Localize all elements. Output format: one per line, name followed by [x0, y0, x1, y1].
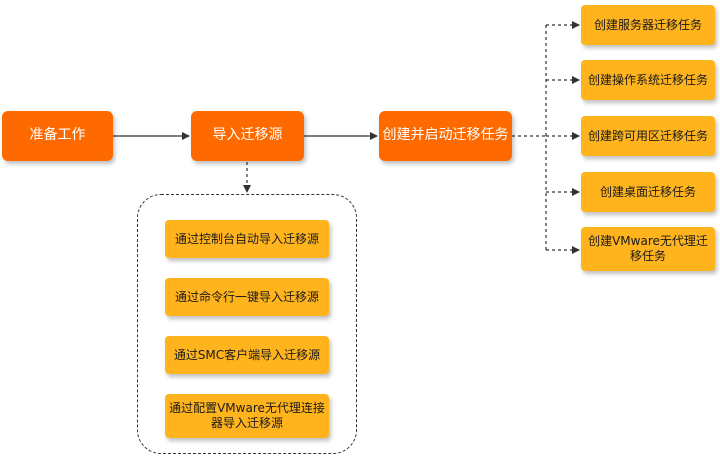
task-type-cross-zone: 创建跨可用区迁移任务 — [581, 116, 715, 156]
step-create-task: 创建并启动迁移任务 — [379, 111, 512, 161]
import-method-cli: 通过命令行一键导入迁移源 — [165, 278, 329, 316]
task-type-cross-zone-label: 创建跨可用区迁移任务 — [587, 128, 708, 143]
task-type-vmware-agentless-label: 创建VMware无代理迁移任务 — [588, 234, 708, 263]
step-create-task-label: 创建并启动迁移任务 — [382, 127, 509, 144]
import-method-vmware-connector: 通过配置VMware无代理连接器导入迁移源 — [165, 394, 329, 438]
step-prepare: 准备工作 — [2, 111, 113, 161]
task-type-desktop: 创建桌面迁移任务 — [581, 172, 715, 212]
import-method-vmware-connector-label: 通过配置VMware无代理连接器导入迁移源 — [169, 401, 325, 430]
import-method-cli-label: 通过命令行一键导入迁移源 — [174, 289, 319, 304]
task-type-vmware-agentless: 创建VMware无代理迁移任务 — [581, 227, 715, 271]
step-import-source: 导入迁移源 — [191, 111, 304, 161]
task-type-os: 创建操作系统迁移任务 — [581, 60, 715, 100]
task-type-desktop-label: 创建桌面迁移任务 — [599, 184, 696, 199]
step-prepare-label: 准备工作 — [29, 127, 86, 144]
import-method-smc-client-label: 通过SMC客户端导入迁移源 — [173, 347, 321, 362]
task-type-server-label: 创建服务器迁移任务 — [593, 17, 702, 32]
import-method-smc-client: 通过SMC客户端导入迁移源 — [165, 336, 329, 374]
import-method-console: 通过控制台自动导入迁移源 — [165, 220, 329, 258]
task-type-server: 创建服务器迁移任务 — [581, 5, 715, 45]
import-methods-group — [137, 194, 357, 454]
task-type-os-label: 创建操作系统迁移任务 — [587, 72, 708, 87]
step-import-source-label: 导入迁移源 — [212, 127, 283, 144]
import-method-console-label: 通过控制台自动导入迁移源 — [174, 231, 319, 246]
